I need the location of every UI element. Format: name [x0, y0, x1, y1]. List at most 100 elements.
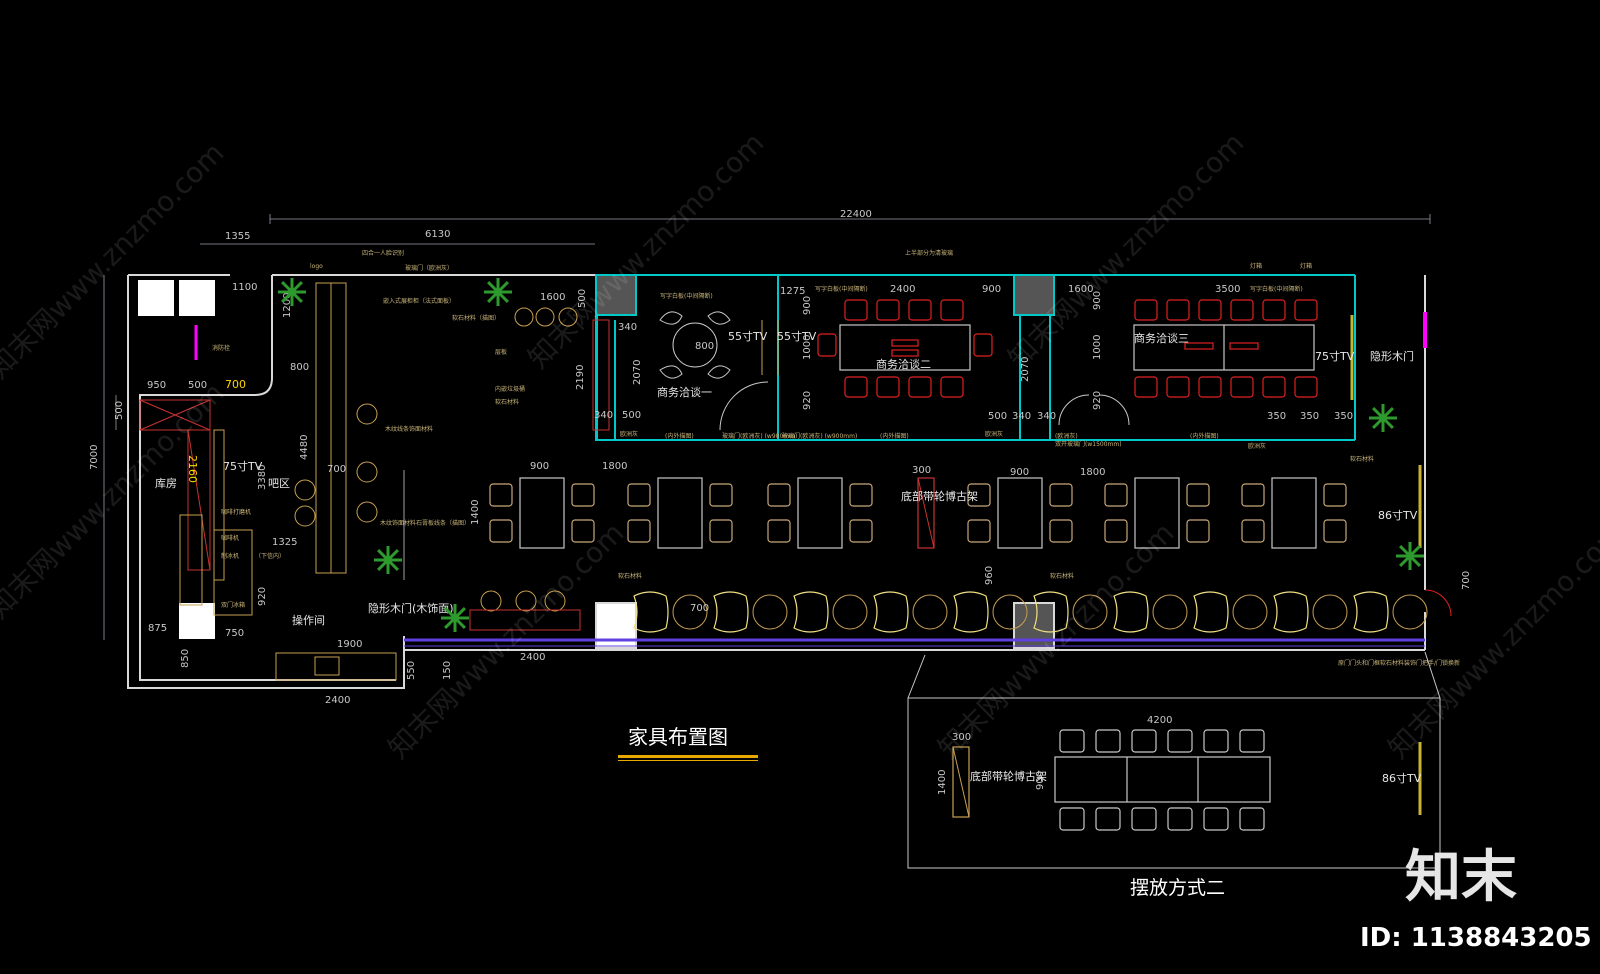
dim-1275: 1275: [780, 286, 805, 297]
meeting3-chair-bottom-4: [1262, 376, 1286, 398]
work-chair-r1-3-seat: [1049, 483, 1073, 507]
dim-900c: 900: [1092, 291, 1103, 310]
work-table-2: [767, 477, 873, 549]
alt-layout-frame: [907, 651, 1441, 869]
meeting3-chairs: [1134, 299, 1318, 398]
label-hidden-door-left: 隐形木门(木饰面): [368, 601, 454, 615]
meeting2-chair-top-2-seat: [908, 299, 932, 321]
work-chair-l1-5-seat: [1241, 483, 1265, 507]
dim-700b: 700: [327, 464, 346, 475]
dim-700a: 700: [225, 378, 246, 391]
meeting3-chair-bottom-0-seat: [1134, 376, 1158, 398]
work-table-top-5: [1271, 477, 1317, 549]
watermark-text-4: 知末网www.znzmo.com: [1002, 126, 1251, 375]
note-whiteboard2: 写字白板(中间隔断): [815, 285, 868, 293]
meeting2-chair-left: [817, 333, 837, 357]
dim-800-round: 800: [695, 341, 714, 352]
left-block-walls: [127, 274, 596, 689]
dim-2160: 2160: [186, 455, 199, 483]
dim-2400-mid: 2400: [520, 652, 545, 663]
label-antique-shelf: 底部带轮博古架: [901, 489, 978, 503]
dim-900-alt: 900: [1035, 771, 1046, 790]
meeting3-chair-top-0: [1134, 299, 1158, 321]
plant-3: [441, 604, 469, 632]
dim-500a: 500: [188, 380, 207, 391]
work-chair-l2-3-seat: [967, 519, 991, 543]
meeting2-chair-right-seat: [973, 333, 993, 357]
lounge-arc-chair-14: [1193, 591, 1229, 633]
dim-2400-top: 2400: [890, 284, 915, 295]
alt-chair-top-0-seat: [1059, 729, 1085, 753]
alt-antique-shelf-hatch: [952, 746, 970, 818]
label-storage: 库房: [155, 477, 177, 490]
work-table-top-3: [997, 477, 1043, 549]
note-euro-grey4: 欧洲灰: [1248, 442, 1266, 450]
lounge-arc-chair-2: [713, 591, 749, 633]
dim-920c: 920: [1092, 391, 1103, 410]
dim-920b: 920: [802, 391, 813, 410]
meeting3-double-door: [1058, 394, 1130, 426]
lounge-arc-chair-0: [633, 591, 669, 633]
meeting3-chair-top-0-seat: [1134, 299, 1158, 321]
work-table-5: [1241, 477, 1347, 549]
note-lights: 灯箱: [1250, 262, 1262, 270]
dim-4480: 4480: [299, 435, 310, 460]
dimension-lines: [103, 214, 1431, 640]
work-chair-r1-4-seat: [1186, 483, 1210, 507]
label-tv55-a: 55寸TV: [728, 329, 768, 343]
note-inner-paint3: (内外描图): [1190, 432, 1219, 440]
watermark-repeat: 知末网www.znzmo.com 知末网www.znzmo.com 知末网www…: [0, 126, 1600, 765]
lounge-round-table-11: [1072, 594, 1108, 630]
meeting3-chair-top-5: [1294, 299, 1318, 321]
meeting3-chair-top-3-seat: [1230, 299, 1254, 321]
lounge-round-table-15: [1232, 594, 1268, 630]
note-checkin: 四合一人脸识别: [362, 249, 404, 257]
lounge-round-table-5: [832, 594, 868, 630]
alt-chair-top-2-seat: [1131, 729, 1157, 753]
column-3: [179, 603, 215, 639]
meeting2-chair-bottom-3: [940, 376, 964, 398]
meeting1-cabinet: [592, 319, 610, 431]
note-soft-bottom1: 软石材料: [618, 572, 642, 580]
note-inner-paint1: (内外描图): [665, 432, 694, 440]
alt-chair-bottom-1-seat: [1095, 807, 1121, 831]
work-table-0: [489, 477, 595, 549]
meeting2-furniture: [839, 324, 971, 371]
dim-900-t2: 900: [1010, 467, 1029, 478]
meeting3-chair-bottom-5: [1294, 376, 1318, 398]
lounge-round-table-19: [1392, 594, 1428, 630]
meeting2-chair-top-3-seat: [940, 299, 964, 321]
label-operation: 操作间: [292, 613, 325, 627]
note-whiteboard3: 写字白板(中间隔断): [1250, 285, 1303, 293]
label-bar: 吧区: [268, 477, 290, 490]
drawing-subtitle: 摆放方式二: [1130, 877, 1225, 899]
dim-900-t1: 900: [530, 461, 549, 472]
dim-960: 960: [984, 566, 995, 585]
label-antique-shelf-alt: 底部带轮博古架: [970, 769, 1047, 783]
label-tv86-a: 86寸TV: [1378, 508, 1418, 522]
column-gray-1: [595, 274, 637, 316]
work-chair-l2-5: [1241, 519, 1265, 543]
work-chair-l1-5: [1241, 483, 1265, 507]
meeting2-chair-bottom-1-seat: [876, 376, 900, 398]
meeting2-chair-bottom-3-seat: [940, 376, 964, 398]
label-coffee-grinder: 咖啡打磨机: [221, 508, 251, 516]
dim-340a: 340: [618, 322, 637, 333]
label-double-fridge: 双门冰箱: [221, 601, 245, 609]
dim-1000a: 1000: [802, 335, 813, 360]
work-chair-l1-4: [1104, 483, 1128, 507]
work-chair-r2-2: [849, 519, 873, 543]
entrance-door-swing: [1424, 589, 1452, 617]
dim-350a: 350: [1267, 411, 1286, 422]
antique-shelf: [917, 477, 935, 549]
work-chair-l1-3: [967, 483, 991, 507]
alt-chair-top-1-seat: [1095, 729, 1121, 753]
dim-750: 750: [225, 628, 244, 639]
note-glass-door1: 玻璃门(欧洲灰) (w900mm): [722, 432, 797, 440]
work-chair-l2-1-seat: [627, 519, 651, 543]
meeting-partitions: [595, 274, 1356, 441]
work-chair-l2-1: [627, 519, 651, 543]
label-below: （下信内）: [255, 552, 285, 560]
meeting2-chair-top-0-seat: [844, 299, 868, 321]
brand-id: ID: 1138843205: [1360, 923, 1592, 953]
